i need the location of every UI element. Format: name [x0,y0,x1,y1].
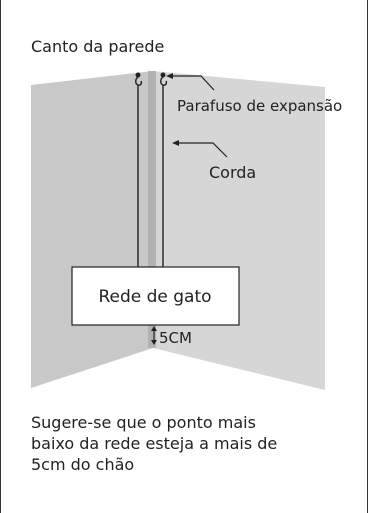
hammock-label: Rede de gato [98,287,211,307]
cat-hammock-box [71,266,240,326]
corner-strip [148,71,156,348]
rope-arrowhead [172,140,179,146]
rope-pointer-arrow [175,142,228,158]
wall-corner-label: Canto da parede [31,37,164,56]
bolt-pointer-arrow [169,75,215,91]
height-recommendation-note: Sugere-se que o ponto mais baixo da rede… [31,413,278,474]
gap-double-arrow-icon [151,326,157,345]
bolt-arrowhead [166,73,173,79]
bolt-label: Parafuso de expansão [177,97,342,115]
left-wall [31,71,153,388]
gap-label: 5CM [159,329,192,347]
rope-label: Corda [209,163,256,182]
